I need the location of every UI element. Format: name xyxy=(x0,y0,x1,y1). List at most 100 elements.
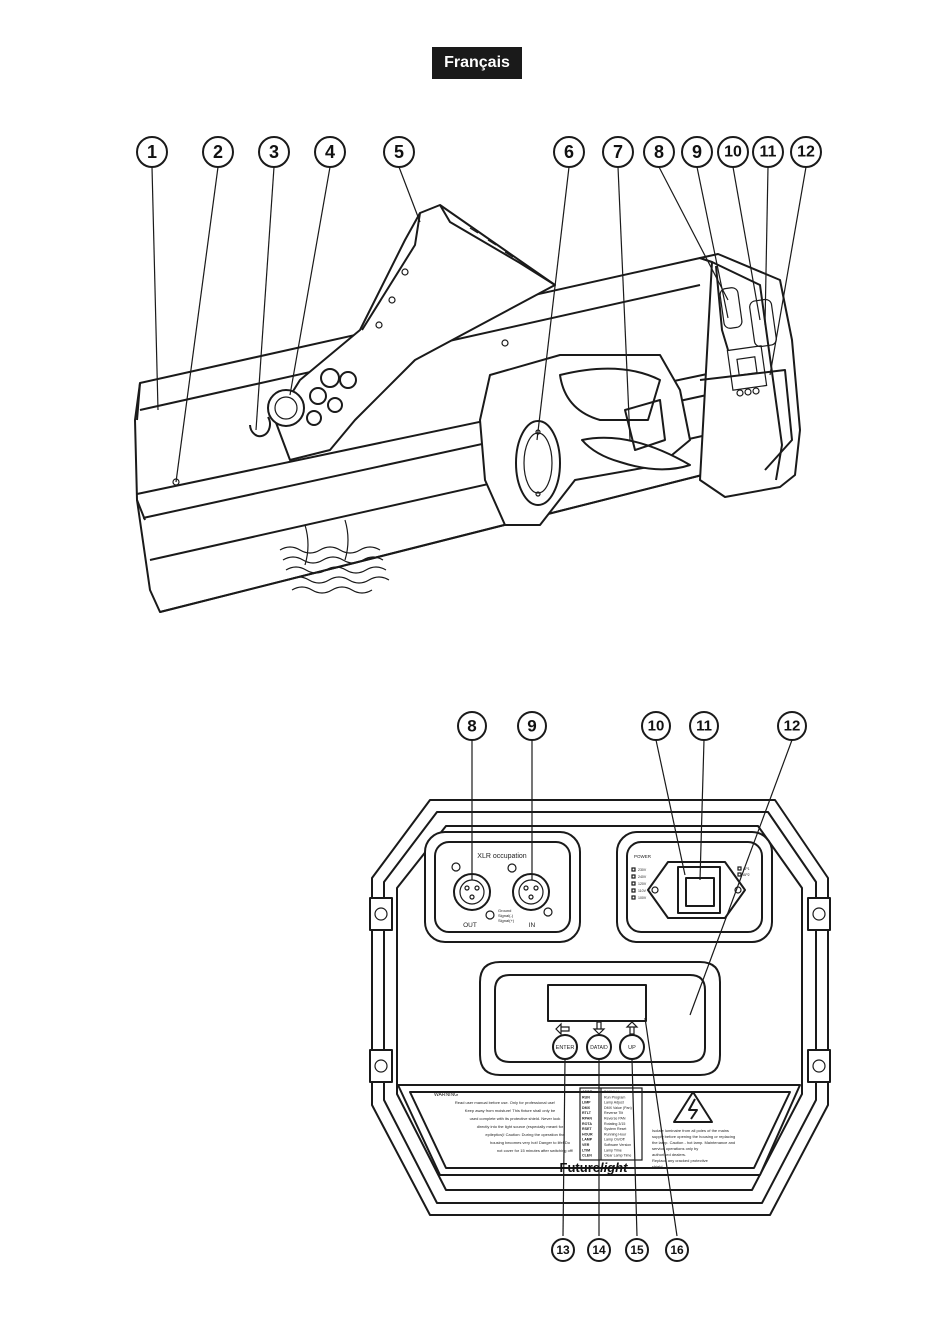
menu-code: CLEN xyxy=(582,1154,592,1158)
top-callout-leaders xyxy=(151,166,807,483)
rear-callout-16: 16 xyxy=(665,1238,689,1262)
rear-panel-illustration xyxy=(369,799,831,1216)
rear-callout-10: 10 xyxy=(641,711,671,741)
callout-6: 6 xyxy=(553,136,585,168)
power-label: POWER xyxy=(634,854,652,859)
menu-text: Lamp On/Off xyxy=(604,1138,625,1142)
svg-text:directly into the light source: directly into the light source (especial… xyxy=(477,1124,564,1129)
enter-button-label: ENTER xyxy=(556,1045,575,1051)
right-indicators: AP1 AP2 xyxy=(737,866,750,877)
svg-text:110V: 110V xyxy=(638,889,647,893)
language-badge: Français xyxy=(432,47,522,79)
menu-code: LAMP xyxy=(582,1138,593,1142)
menu-text: Rotating 3/15 xyxy=(604,1122,625,1126)
menu-code: LTIM xyxy=(582,1148,590,1152)
rear-callout-15: 15 xyxy=(625,1238,649,1262)
svg-text:12: 12 xyxy=(784,718,801,735)
warning-title: WARNING xyxy=(434,1092,458,1098)
xlr-out-label: OUT xyxy=(463,922,477,929)
svg-text:8: 8 xyxy=(467,717,476,736)
menu-code: RSET xyxy=(582,1127,592,1131)
rear-callout-leaders xyxy=(471,739,793,1237)
xlr-pin-plus: Signal(+) xyxy=(498,918,515,923)
callout-5: 5 xyxy=(383,136,415,168)
svg-text:11: 11 xyxy=(760,144,777,161)
callout-4: 4 xyxy=(314,136,346,168)
svg-text:authorised dealers.: authorised dealers. xyxy=(652,1152,686,1157)
svg-text:10: 10 xyxy=(648,718,665,735)
menu-code: VER xyxy=(582,1143,590,1147)
svg-text:Read user manual before use. O: Read user manual before use. Only for pr… xyxy=(455,1100,555,1105)
svg-text:service operations only by: service operations only by xyxy=(652,1146,698,1151)
callout-9: 9 xyxy=(681,136,713,168)
callout-11: 11 xyxy=(752,136,784,168)
rear-callout-14: 14 xyxy=(587,1238,611,1262)
svg-text:8: 8 xyxy=(654,142,664,162)
rear-callout-13: 13 xyxy=(551,1238,575,1262)
svg-text:14: 14 xyxy=(592,1243,606,1257)
callout-3: 3 xyxy=(258,136,290,168)
svg-text:Future: Future xyxy=(560,1160,600,1175)
svg-text:light: light xyxy=(600,1160,628,1175)
svg-text:5: 5 xyxy=(394,142,404,162)
menu-text: Run Program xyxy=(604,1095,625,1099)
svg-text:6: 6 xyxy=(564,142,574,162)
svg-text:16: 16 xyxy=(670,1243,684,1257)
menu-text: Reverse PAN xyxy=(604,1117,626,1121)
svg-text:120V: 120V xyxy=(638,882,647,886)
svg-text:Isolate luminaire from all pol: Isolate luminaire from all poles of the … xyxy=(652,1128,729,1133)
svg-text:11: 11 xyxy=(696,718,712,735)
menu-text: DMX Address xyxy=(604,1090,626,1094)
menu-text: Software Version xyxy=(604,1143,631,1147)
svg-text:100V: 100V xyxy=(638,896,647,900)
svg-text:9: 9 xyxy=(692,142,702,162)
svg-text:Replace any cracked protective: Replace any cracked protective xyxy=(652,1158,709,1163)
up-button-label: UP xyxy=(628,1045,636,1051)
power-labels: POWER 230V 240V 120V 110V 100V AP1 AP2 xyxy=(631,854,750,900)
svg-text:230V: 230V xyxy=(638,868,647,872)
svg-text:epileptics)! Caution: During t: epileptics)! Caution: During the operati… xyxy=(485,1132,565,1137)
menu-text: Lamp Time xyxy=(604,1148,622,1152)
isolate-notice: Isolate luminaire from all poles of the … xyxy=(652,1128,735,1169)
callout-10: 10 xyxy=(717,136,749,168)
svg-text:7: 7 xyxy=(613,142,623,162)
menu-code: LIMP xyxy=(582,1101,591,1105)
svg-text:1: 1 xyxy=(147,142,157,162)
voltage-indicators: 230V 240V 120V 110V 100V xyxy=(631,867,647,900)
svg-text:supply before opening the hous: supply before opening the housing or rep… xyxy=(652,1134,735,1139)
callout-1: 1 xyxy=(136,136,168,168)
svg-text:9: 9 xyxy=(527,717,536,736)
xlr-pin-ground: Ground xyxy=(498,908,511,913)
svg-text:12: 12 xyxy=(797,144,815,161)
menu-code: HOUR xyxy=(582,1132,593,1136)
xlr-title: XLR occupation xyxy=(477,853,527,860)
rear-callout-11: 11 xyxy=(689,711,719,741)
xlr-in-label: IN xyxy=(529,922,536,929)
rear-top-callouts: 8 9 10 11 12 xyxy=(457,711,807,741)
svg-text:used complete with its protect: used complete with its protective shield… xyxy=(470,1116,561,1121)
callout-2: 2 xyxy=(202,136,234,168)
svg-text:AP2: AP2 xyxy=(743,873,750,877)
svg-text:Keep away from moisture! This: Keep away from moisture! This fixture sh… xyxy=(465,1108,556,1113)
svg-text:3: 3 xyxy=(269,142,279,162)
menu-text: System Reset xyxy=(604,1127,626,1131)
warning-block: WARNING Read user manual before use. Onl… xyxy=(434,1092,573,1153)
menu-text: Running Hour xyxy=(604,1132,627,1136)
menu-code: RPAN xyxy=(582,1117,592,1121)
svg-text:10: 10 xyxy=(724,144,742,161)
xlr-labels: XLR occupation OUT IN Ground Signal(-) S… xyxy=(463,853,535,929)
menu-code: DMX xyxy=(582,1106,591,1110)
control-buttons: ENTER DATA/D UP xyxy=(555,1021,639,1051)
arrow-left-icon xyxy=(555,1022,570,1036)
ventilation-grille xyxy=(279,519,390,594)
svg-text:not cover for 15 minutes after: not cover for 15 minutes after switching… xyxy=(497,1148,573,1153)
menu-text: Lamp Adjust xyxy=(604,1101,624,1105)
menu-text: DMX Value (Pan) xyxy=(604,1106,632,1110)
arrow-up-icon xyxy=(625,1021,639,1035)
menu-text: Clear Lamp Time xyxy=(604,1154,631,1158)
svg-text:AP1: AP1 xyxy=(743,867,750,871)
rear-bottom-callouts: 13 14 15 16 xyxy=(551,1238,689,1262)
menu-code: ADDR xyxy=(582,1090,593,1094)
